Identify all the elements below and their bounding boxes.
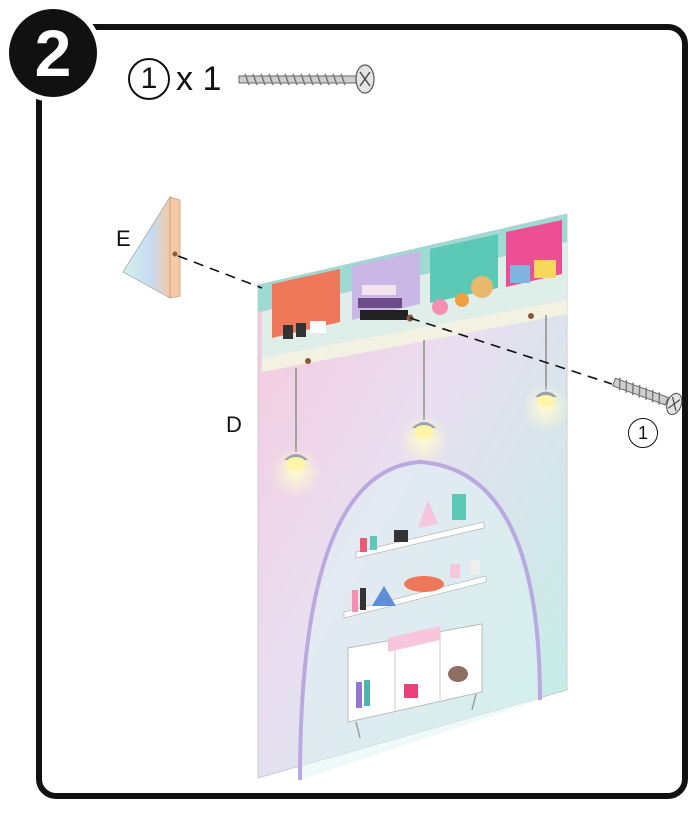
part-number: 1 [140,62,158,95]
guide-line-screw [409,317,613,385]
step-badge: 2 [4,4,102,102]
parts-list: 1 x 1 [128,56,385,102]
screw-small-icon [612,377,683,416]
part-number-circle: 1 [128,58,170,100]
screw-icon [238,64,375,94]
screw-callout-number: 1 [637,422,648,443]
step-number: 2 [34,16,72,90]
label-e: E [116,226,131,251]
label-d: D [226,412,242,437]
wedge-piece-icon [122,195,181,299]
screw-callout-circle: 1 [628,418,658,448]
wall-panel-icon [257,213,570,781]
part-quantity: x 1 [176,59,222,98]
guide-line-e [177,255,263,289]
